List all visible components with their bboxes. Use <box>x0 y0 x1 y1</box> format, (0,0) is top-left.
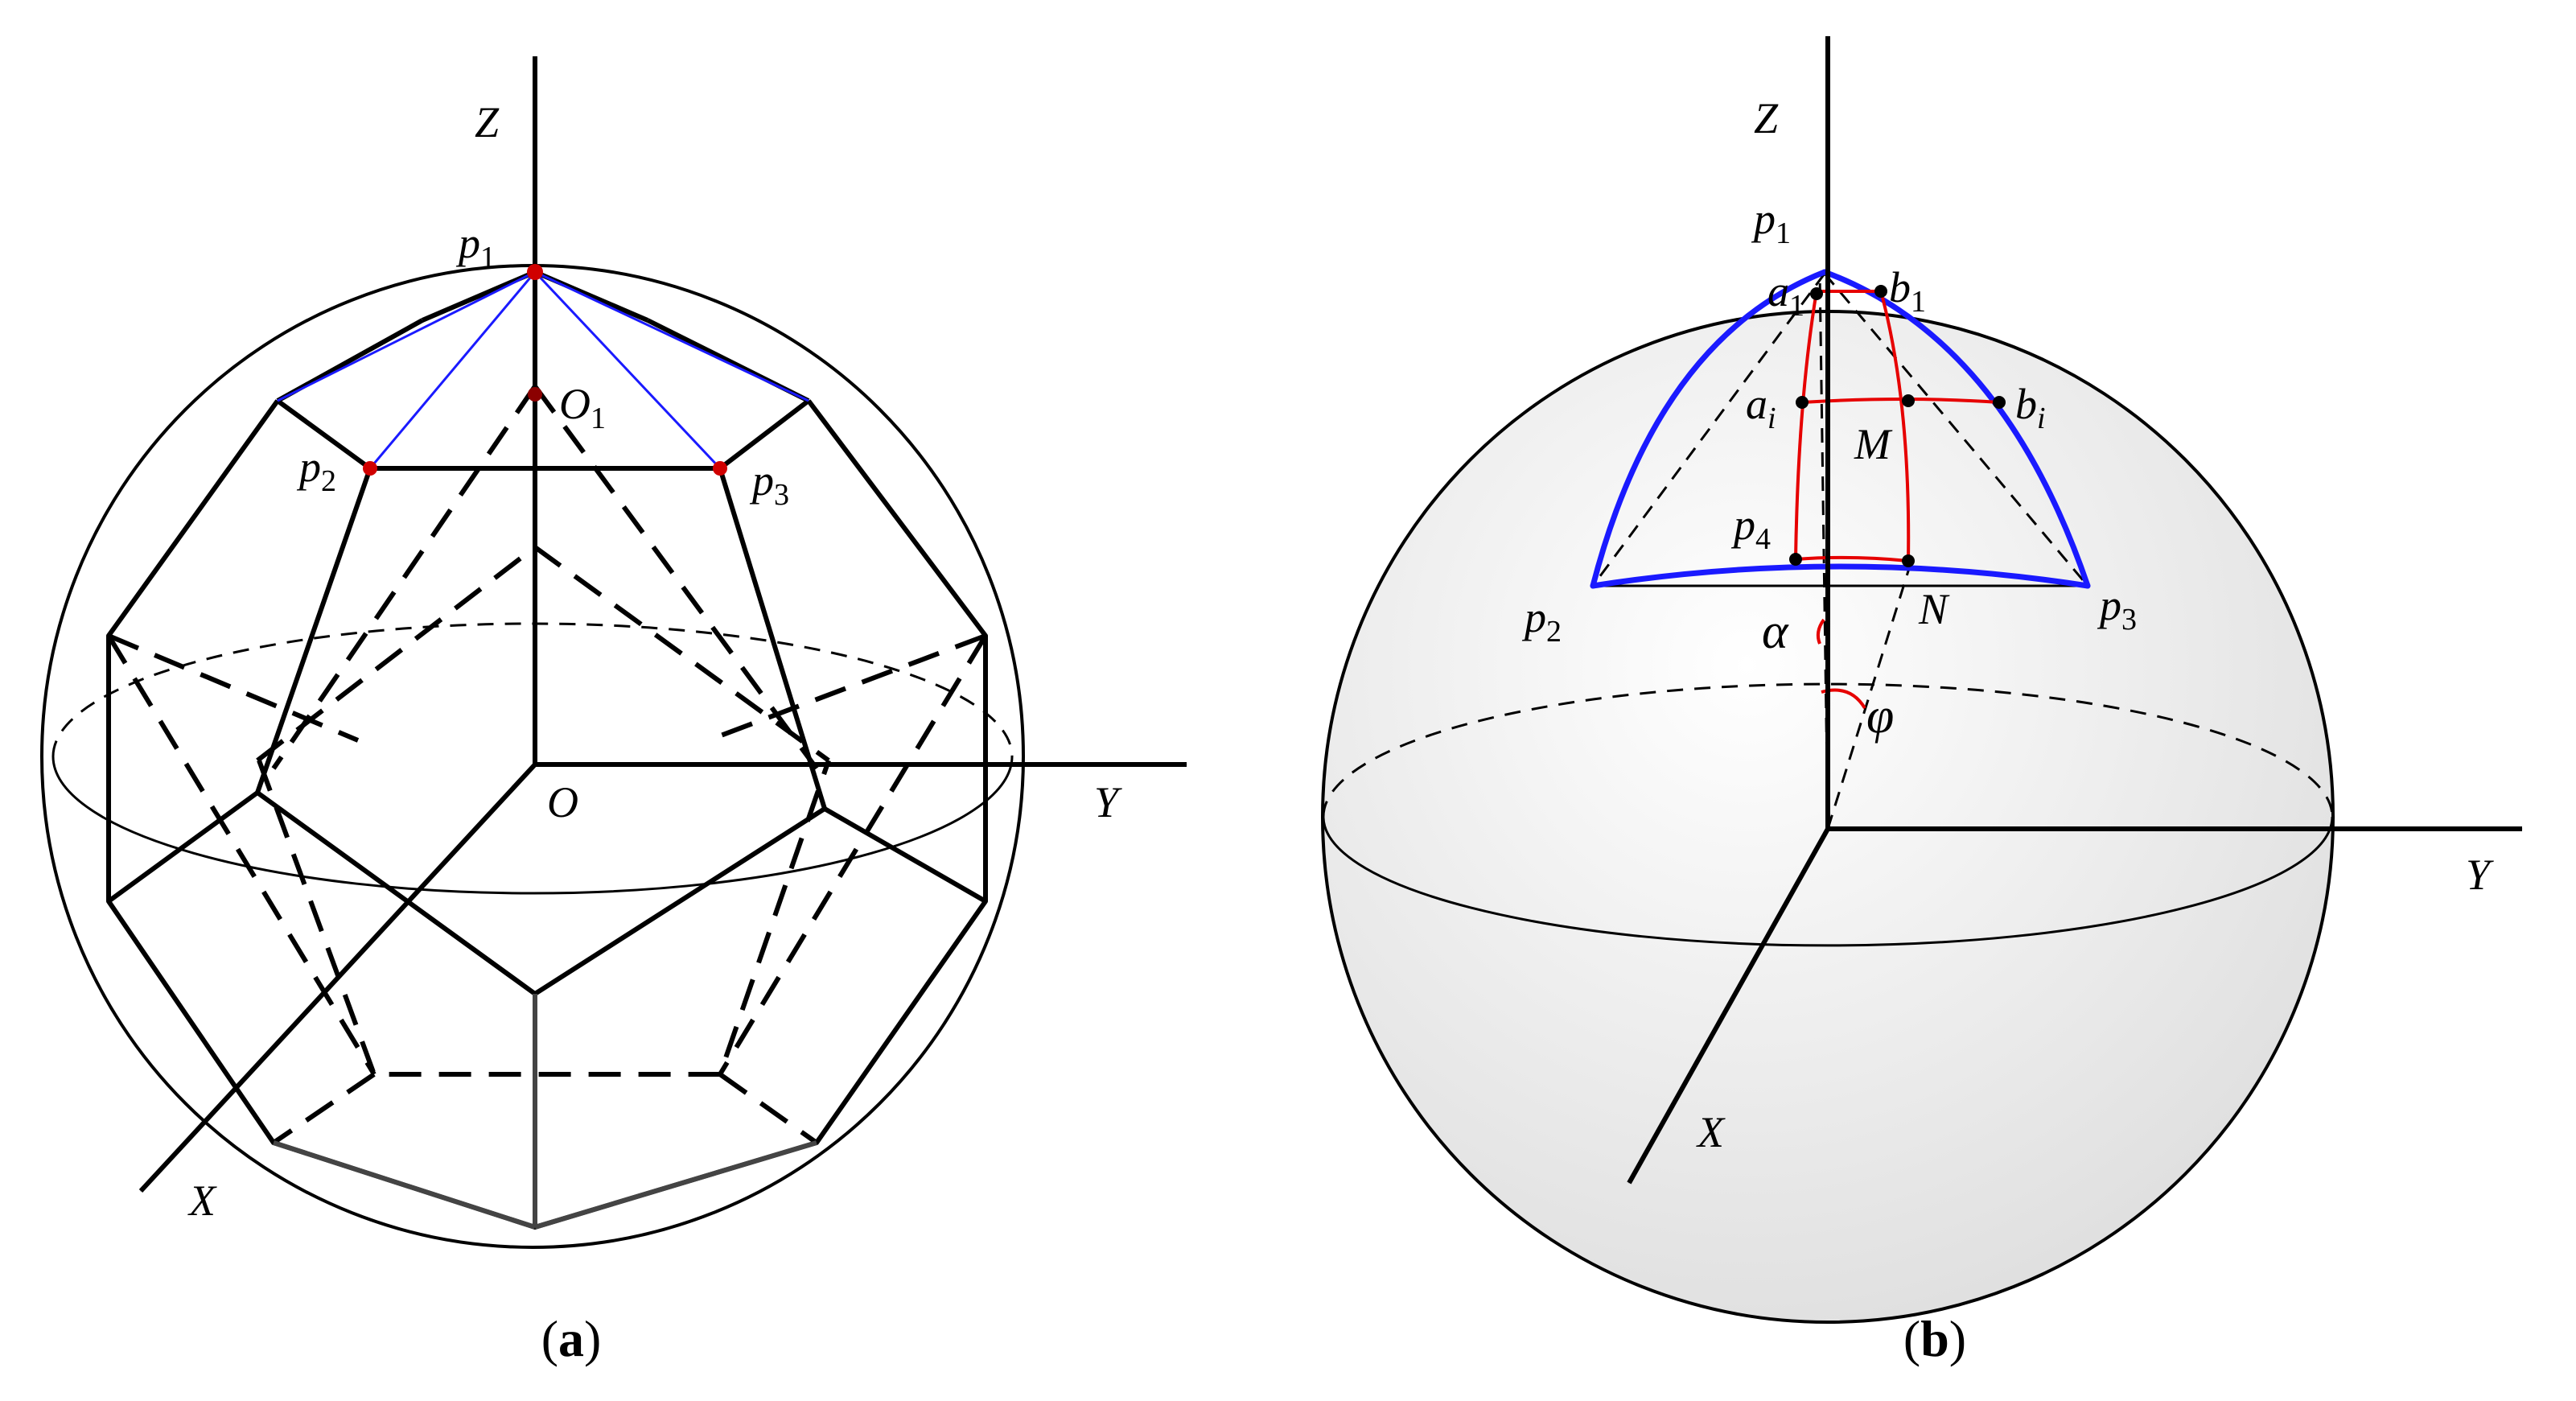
point-b1 <box>1874 285 1887 298</box>
label-o: O <box>547 778 578 826</box>
label-phi: φ <box>1866 689 1894 744</box>
spherical-triangle <box>1590 269 2091 589</box>
point-n <box>1902 554 1915 567</box>
label-p1: p1 <box>455 219 496 274</box>
equator-front <box>51 756 1014 895</box>
axis-x <box>1627 827 1830 1185</box>
label-ai: ai <box>1746 380 1776 435</box>
polyhedron-hidden-edges <box>106 385 988 1145</box>
label-y: Y <box>1094 778 1122 826</box>
equator-front <box>1322 816 2334 947</box>
axis-x <box>138 762 537 1193</box>
point-p1 <box>527 264 543 280</box>
point-a1 <box>1810 287 1823 300</box>
label-p2: p2 <box>296 443 336 498</box>
label-n: N <box>1918 585 1950 633</box>
label-p1: p1 <box>1751 195 1791 250</box>
point-p4 <box>1789 553 1802 566</box>
point-p2 <box>363 461 377 476</box>
point-ai <box>1796 396 1809 409</box>
label-alpha: α <box>1762 604 1789 659</box>
label-x: X <box>187 1176 217 1225</box>
label-m: M <box>1854 420 1893 468</box>
label-bi: bi <box>2015 380 2046 435</box>
label-b1: b1 <box>1889 263 1926 319</box>
point-bi <box>1993 396 2006 409</box>
caption-a: (a) <box>541 1310 602 1367</box>
label-z: Z <box>1754 94 1779 142</box>
angle-arc-alpha <box>1816 618 1825 645</box>
blue-triangle-edges <box>277 270 809 470</box>
point-o1 <box>528 387 542 402</box>
grid-points <box>1789 285 2006 567</box>
label-a1: a1 <box>1767 267 1804 323</box>
point-p3 <box>713 461 727 476</box>
label-p3: p3 <box>749 456 789 512</box>
equator-back <box>1322 682 2334 818</box>
panel-b: Z p1 a1 b1 ai bi M p4 p2 p3 N α φ Y X (b… <box>1321 35 2523 1367</box>
label-z: Z <box>475 98 500 146</box>
label-x: X <box>1696 1108 1726 1156</box>
label-p2: p2 <box>1521 593 1562 649</box>
dashed-helper-lines <box>1591 273 2089 830</box>
point-m <box>1902 394 1915 407</box>
label-y: Y <box>2466 851 2494 899</box>
label-p3: p3 <box>2097 581 2137 637</box>
label-p4: p4 <box>1730 501 1771 556</box>
panel-a: Z p1 O1 p2 p3 O Y X (a) <box>40 56 1187 1367</box>
label-o1: O1 <box>559 380 606 435</box>
caption-b: (b) <box>1903 1310 1966 1367</box>
